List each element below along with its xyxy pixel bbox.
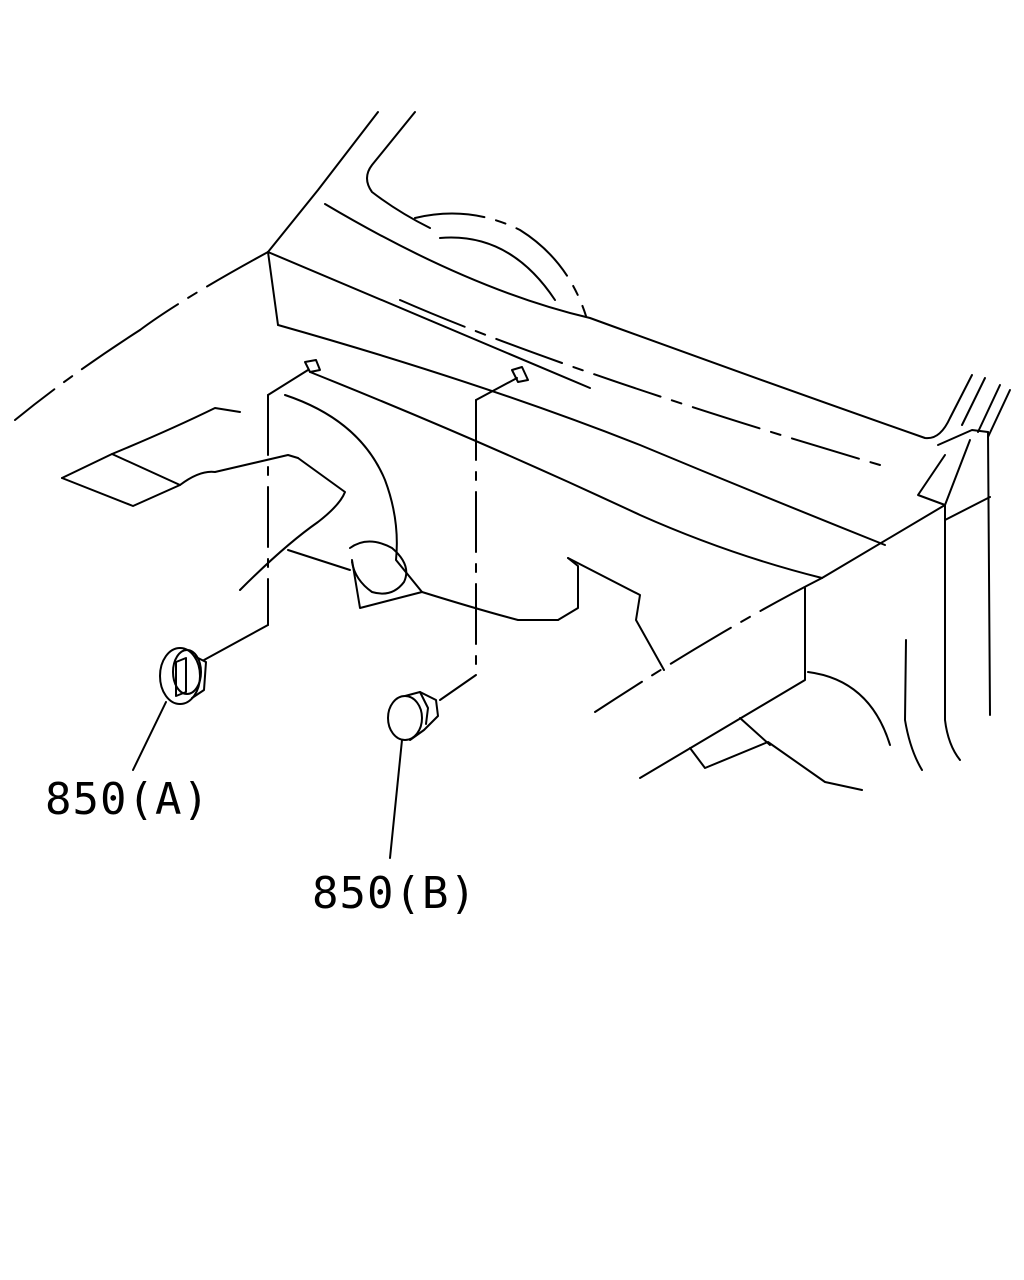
leader-line-a [203,369,309,661]
leader-line-b [439,377,518,701]
clip-a-icon[interactable] [159,647,207,705]
clip-b-icon[interactable] [387,691,439,741]
body-panel-outline [14,111,1011,791]
mounting-hole-a [304,359,321,373]
callout-label-b: 850(B) [312,868,477,919]
callout-leader-a [132,701,167,771]
callout-label-a: 850(A) [45,774,210,825]
callout-leader-b [389,739,403,859]
